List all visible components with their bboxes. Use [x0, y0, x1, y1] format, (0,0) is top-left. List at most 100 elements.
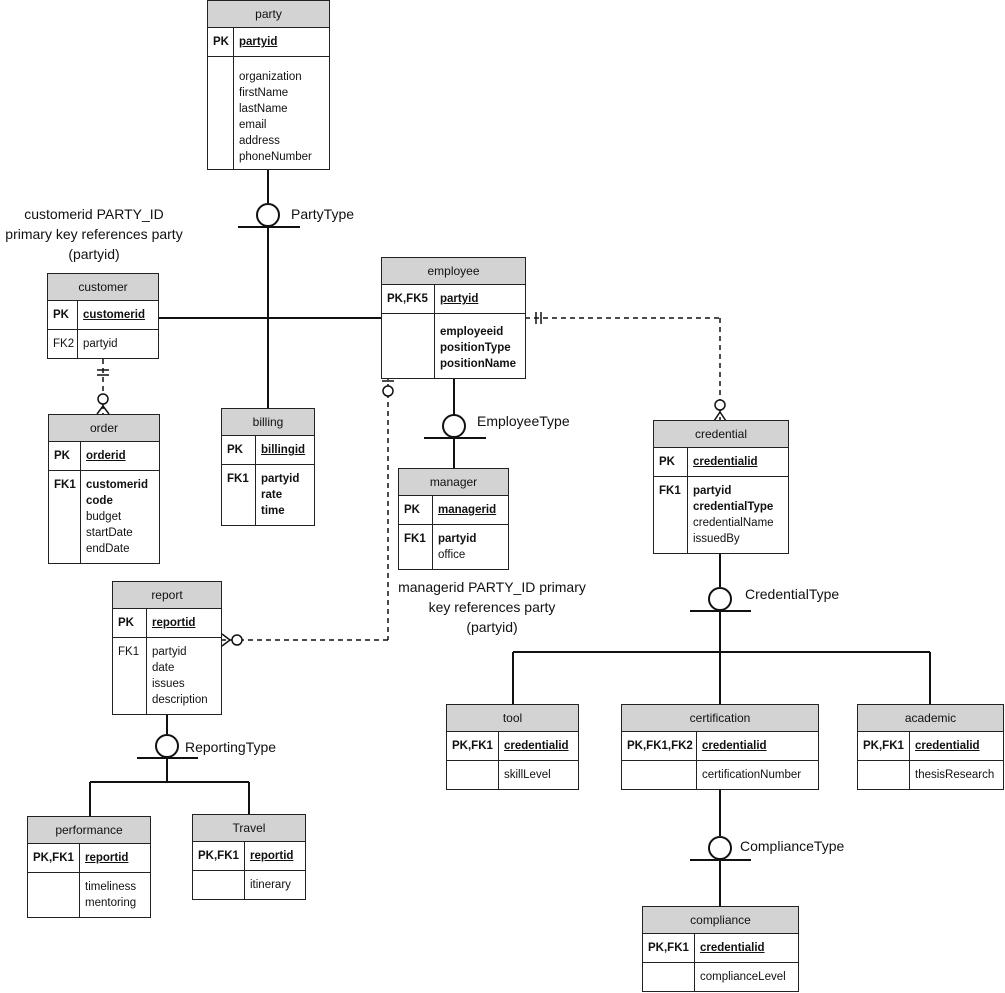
note-line: key references party — [428, 599, 556, 615]
pk-attribute: credentialid — [700, 942, 765, 954]
attribute: budget — [86, 511, 122, 523]
pk-row: PK customerid — [48, 301, 158, 330]
manager-note: managerid PARTY_ID primary key reference… — [392, 577, 592, 637]
key-label: FK1 — [654, 477, 688, 553]
pk-row: PK billingid — [222, 436, 314, 465]
key-label: FK1 — [49, 471, 81, 563]
attribute: lastName — [239, 103, 288, 115]
attr-row: employeeid positionType positionName — [382, 314, 525, 378]
attribute: complianceLevel — [700, 971, 786, 983]
attribute: issuedBy — [693, 533, 740, 545]
entity-certification[interactable]: certification PK,FK1,FK2 credentialid ce… — [621, 704, 819, 790]
entity-tool[interactable]: tool PK,FK1 credentialid skillLevel — [446, 704, 579, 790]
pk-row: PK orderid — [49, 442, 159, 471]
entity-manager[interactable]: manager PK managerid FK1 partyid office — [398, 468, 509, 570]
entity-travel[interactable]: Travel PK,FK1 reportid itinerary — [192, 814, 306, 900]
key-label — [382, 314, 435, 378]
entity-customer[interactable]: customer PK customerid FK2 partyid — [47, 273, 159, 359]
party-type-label: PartyType — [291, 206, 355, 222]
attr-row: organization firstName lastName email ad… — [208, 57, 329, 169]
attribute: customerid — [86, 479, 148, 491]
attribute: email — [239, 119, 267, 131]
entity-name: billing — [222, 409, 314, 436]
key-label: FK1 — [399, 525, 433, 569]
entity-party[interactable]: party PK partyid organization firstName … — [207, 0, 330, 170]
attribute: rate — [261, 489, 283, 501]
credential-type-label: CredentialType — [745, 586, 840, 602]
entity-name: compliance — [643, 907, 798, 934]
pk-row: PK credentialid — [654, 448, 788, 477]
pk-attribute: partyid — [440, 293, 479, 305]
key-label: PK,FK1 — [28, 844, 80, 872]
entity-name: performance — [28, 817, 150, 844]
entity-compliance[interactable]: compliance PK,FK1 credentialid complianc… — [642, 906, 799, 992]
entity-order[interactable]: order PK orderid FK1 customerid code bud… — [48, 414, 160, 564]
entity-name: manager — [399, 469, 508, 496]
attribute: description — [152, 694, 208, 706]
entity-billing[interactable]: billing PK billingid FK1 partyid rate ti… — [221, 408, 315, 526]
entity-employee[interactable]: employee PK,FK5 partyid employeeid posit… — [381, 257, 526, 379]
attribute: mentoring — [85, 897, 137, 909]
entity-name: tool — [447, 705, 578, 732]
attr-row: FK1 partyid rate time — [222, 465, 314, 525]
attribute: credentialType — [693, 501, 774, 513]
pk-attribute: reportid — [152, 617, 196, 629]
attribute: partyid — [261, 473, 300, 485]
attribute: address — [239, 135, 280, 147]
note-line: customerid PARTY_ID — [24, 206, 164, 222]
key-label: PK,FK1 — [643, 934, 695, 962]
attribute: itinerary — [250, 879, 291, 891]
attribute: positionType — [440, 342, 511, 354]
key-label: PK,FK1 — [858, 732, 910, 760]
attribute: credentialName — [693, 517, 774, 529]
entity-performance[interactable]: performance PK,FK1 reportid timeliness m… — [27, 816, 151, 918]
attribute: partyid — [152, 646, 187, 658]
entity-report[interactable]: report PK reportid FK1 partyid date issu… — [112, 581, 222, 715]
key-label: PK,FK1 — [193, 842, 245, 870]
pk-attribute: credentialid — [915, 740, 980, 752]
key-label: PK,FK5 — [382, 285, 435, 313]
pk-row: PK partyid — [208, 28, 329, 57]
attr-row: skillLevel — [447, 761, 578, 789]
key-label: PK,FK1 — [447, 732, 499, 760]
key-label: PK — [654, 448, 688, 476]
attribute: certificationNumber — [702, 769, 802, 781]
entity-name: order — [49, 415, 159, 442]
entity-name: Travel — [193, 815, 305, 842]
entity-name: customer — [48, 274, 158, 301]
attribute: startDate — [86, 527, 133, 539]
pk-row: PK reportid — [113, 609, 221, 638]
key-label — [858, 761, 910, 789]
pk-row: PK,FK1 credentialid — [447, 732, 578, 761]
pk-attribute: credentialid — [693, 456, 758, 468]
attribute: positionName — [440, 358, 517, 370]
key-label: FK2 — [48, 330, 78, 358]
attribute: organization — [239, 71, 302, 83]
reporting-type-label: ReportingType — [185, 739, 277, 755]
attribute: code — [86, 495, 113, 507]
entity-academic[interactable]: academic PK,FK1 credentialid thesisResea… — [857, 704, 1004, 790]
attr-row: FK1 customerid code budget startDate end… — [49, 471, 159, 563]
attr-row: FK1 partyid date issues description — [113, 638, 221, 714]
entity-name: report — [113, 582, 221, 609]
employee-type-label: EmployeeType — [477, 413, 570, 429]
attribute: endDate — [86, 543, 130, 555]
pk-attribute: credentialid — [504, 740, 569, 752]
key-label — [622, 761, 697, 789]
attr-row: complianceLevel — [643, 963, 798, 991]
pk-row: PK,FK1,FK2 credentialid — [622, 732, 818, 761]
customer-note: customerid PARTY_ID primary key referenc… — [0, 204, 188, 264]
pk-attribute: managerid — [438, 504, 497, 516]
pk-attribute: reportid — [85, 852, 129, 864]
pk-row: PK,FK1 credentialid — [643, 934, 798, 963]
key-label: FK1 — [113, 638, 147, 714]
attribute: time — [261, 505, 285, 517]
entity-name: credential — [654, 421, 788, 448]
note-line: (partyid) — [466, 619, 518, 635]
pk-row: PK,FK1 credentialid — [858, 732, 1003, 761]
attribute: timeliness — [85, 881, 137, 893]
attribute: firstName — [239, 87, 289, 99]
entity-credential[interactable]: credential PK credentialid FK1 partyid c… — [653, 420, 789, 554]
key-label: PK,FK1,FK2 — [622, 732, 697, 760]
